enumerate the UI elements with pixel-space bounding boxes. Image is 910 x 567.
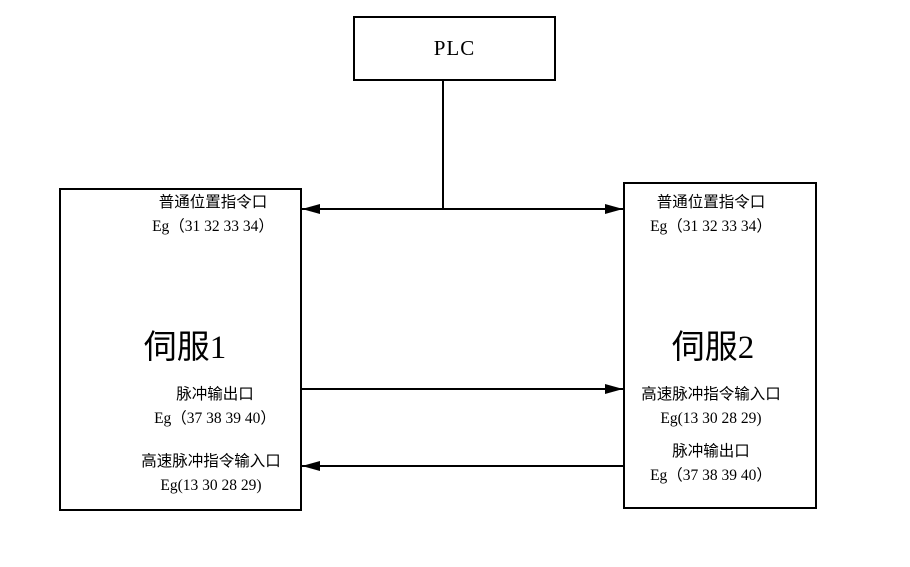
arrowhead-left-icon (302, 204, 320, 214)
port-pins: Eg（31 32 33 34） (650, 218, 772, 235)
connection-line-servo2-to-servo1 (302, 465, 623, 467)
arrowhead-left-icon (302, 461, 320, 471)
port-name: 脉冲输出口 (176, 386, 254, 403)
connection-line-servo1-to-servo2 (302, 388, 623, 390)
port-name: 普通位置指令口 (158, 194, 268, 211)
port-pins: Eg（37 38 39 40） (154, 410, 276, 427)
arrowhead-right-icon (605, 204, 623, 214)
arrowhead-right-icon (605, 384, 623, 394)
servo1-box (59, 188, 302, 511)
servo2-port-pulse-output: 脉冲输出口 Eg（37 38 39 40） (626, 440, 796, 488)
port-pins: Eg(13 30 28 29) (160, 477, 262, 494)
servo1-port-position-command: 普通位置指令口 Eg（31 32 33 34） (123, 191, 303, 239)
port-name: 脉冲输出口 (672, 443, 750, 460)
port-pins: Eg（37 38 39 40） (650, 467, 772, 484)
servo2-port-position-command: 普通位置指令口 Eg（31 32 33 34） (626, 191, 796, 239)
port-pins: Eg(13 30 28 29) (660, 410, 762, 427)
servo2-title: 伺服2 (671, 330, 755, 366)
servo1-port-pulse-output: 脉冲输出口 Eg（37 38 39 40） (125, 383, 305, 431)
servo1-port-high-speed-pulse-input: 高速脉冲指令输入口 Eg(13 30 28 29) (117, 450, 305, 498)
servo2-box (623, 182, 817, 509)
connection-line-position-command (302, 208, 623, 210)
plc-box: PLC (353, 16, 556, 81)
port-pins: Eg（31 32 33 34） (152, 218, 274, 235)
plc-label: PLC (433, 36, 476, 60)
port-name: 普通位置指令口 (656, 194, 766, 211)
plc-drop-line (442, 80, 444, 210)
port-name: 高速脉冲指令输入口 (141, 453, 281, 470)
port-name: 高速脉冲指令输入口 (641, 386, 781, 403)
servo2-port-high-speed-pulse-input: 高速脉冲指令输入口 Eg(13 30 28 29) (626, 383, 796, 431)
servo1-title: 伺服1 (143, 330, 227, 366)
